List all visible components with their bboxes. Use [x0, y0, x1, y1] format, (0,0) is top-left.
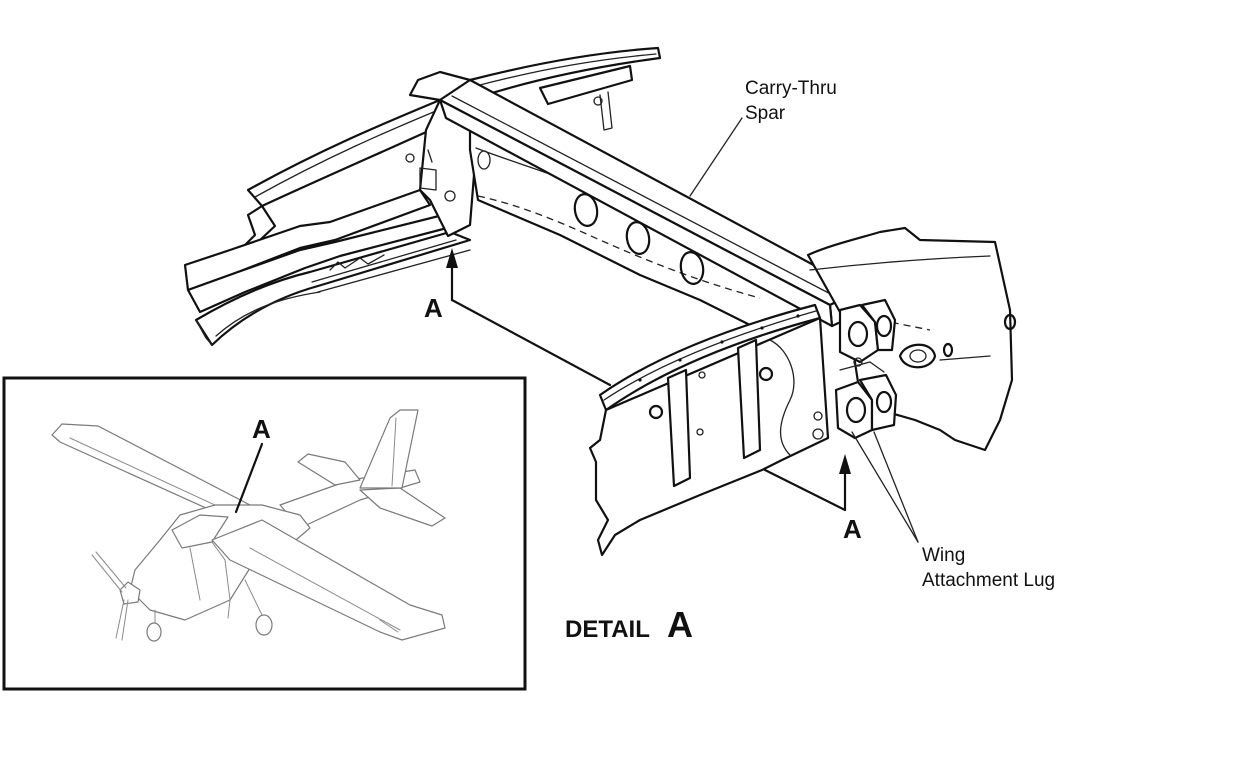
carry-through-assembly [183, 46, 1017, 557]
rear-curved-cap [468, 46, 662, 131]
airplane-drawing [51, 409, 446, 642]
wing-attachment-lugs [834, 298, 898, 440]
wing-lug-label-line1: Wing [922, 545, 965, 566]
inset-leader-line [234, 442, 264, 514]
detail-title-letter: A [667, 604, 693, 645]
view-marker-left: A [424, 293, 443, 323]
wing-lug-label-line2: Attachment Lug [922, 570, 1055, 591]
view-arrow-right [763, 454, 851, 512]
right-side-panel [806, 226, 1017, 452]
locator-inset: A [2, 376, 527, 691]
carry-thru-spar-label-line1: Carry-Thru [745, 78, 837, 99]
view-marker-right: A [843, 514, 862, 544]
detail-title-word: DETAIL [565, 616, 650, 643]
inset-marker-label: A [252, 414, 271, 444]
leader-lines [689, 117, 919, 543]
view-arrow-left [446, 248, 612, 387]
carry-thru-spar-label-line2: Spar [745, 103, 786, 124]
lower-left-rails [183, 188, 472, 347]
front-bulkhead [588, 316, 830, 557]
